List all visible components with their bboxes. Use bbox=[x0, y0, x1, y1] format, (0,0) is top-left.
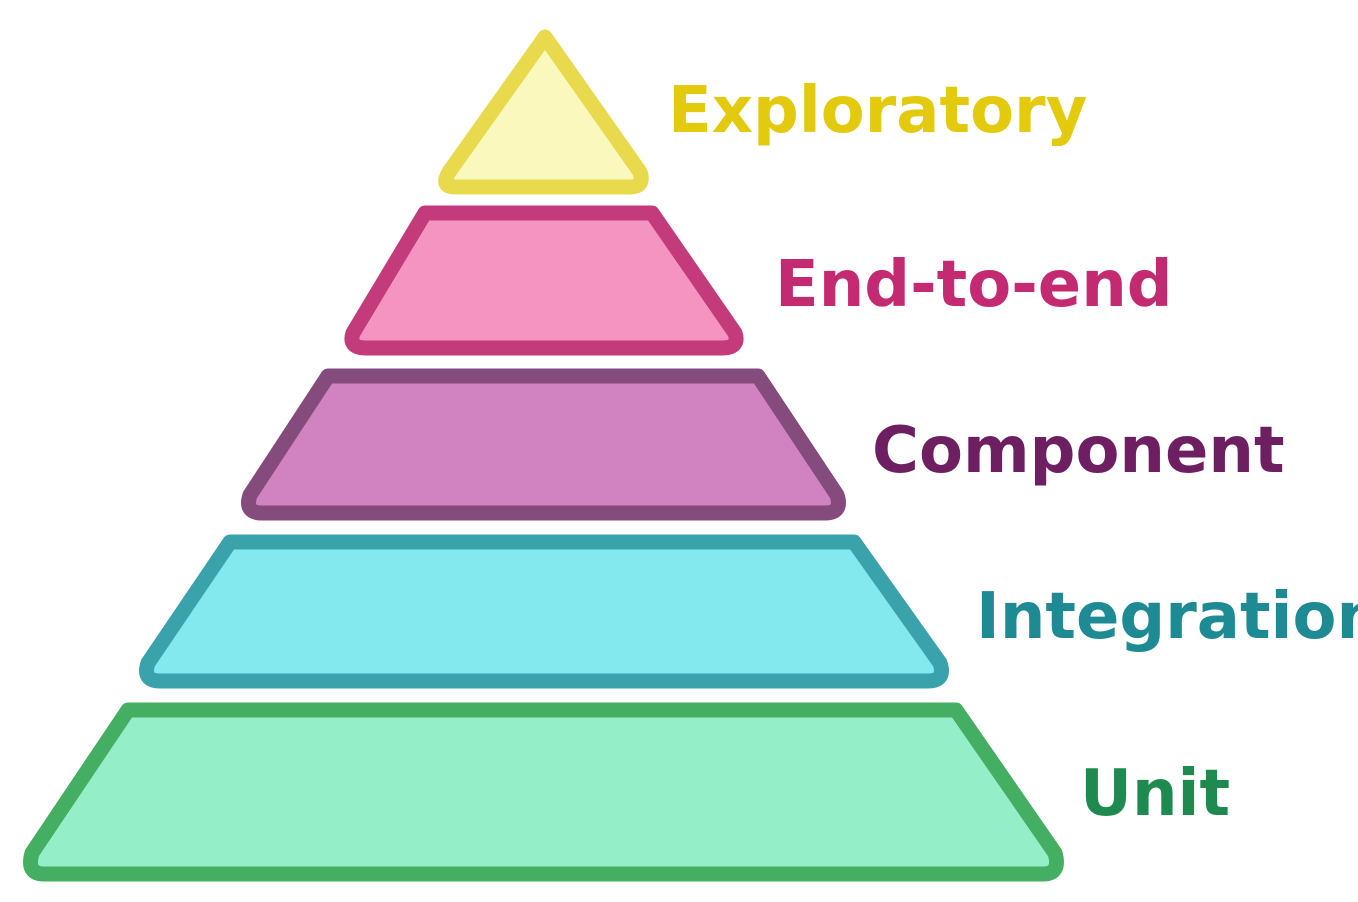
pyramid-level-exploratory: Exploratory bbox=[438, 29, 1087, 195]
integration-shape bbox=[139, 534, 949, 689]
exploratory-shape bbox=[438, 29, 649, 195]
integration-label: Integration bbox=[976, 580, 1358, 654]
component-label: Component bbox=[872, 414, 1285, 488]
unit-shape bbox=[23, 702, 1064, 882]
unit-label: Unit bbox=[1080, 757, 1230, 831]
pyramid-level-end-to-end: End-to-end bbox=[344, 205, 1173, 356]
component-shape bbox=[241, 368, 846, 521]
pyramid-level-component: Component bbox=[241, 368, 1285, 521]
exploratory-label: Exploratory bbox=[668, 74, 1087, 148]
end-to-end-label: End-to-end bbox=[775, 248, 1173, 322]
pyramid-level-unit: Unit bbox=[23, 702, 1230, 882]
end-to-end-shape bbox=[344, 205, 744, 356]
pyramid-level-integration: Integration bbox=[139, 534, 1358, 689]
